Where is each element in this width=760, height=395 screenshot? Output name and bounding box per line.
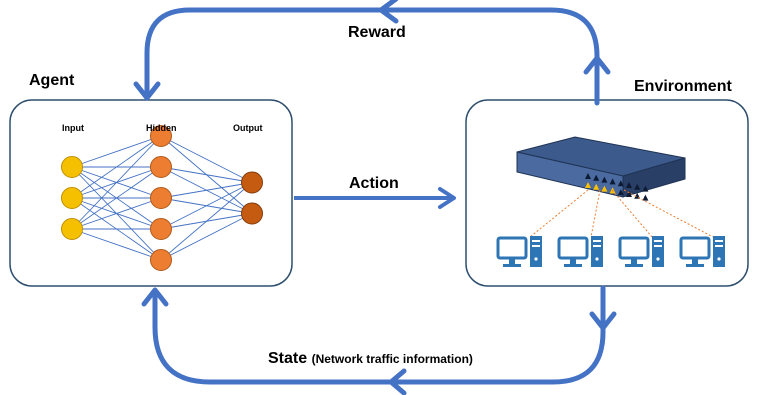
state-label-group: State (Network traffic information) (268, 350, 473, 368)
computer-icon (557, 236, 603, 267)
nn-edge (71, 166, 162, 230)
reward-arrowhead-right (583, 55, 611, 75)
action-arrowhead (438, 187, 456, 209)
nn-edge (160, 182, 253, 199)
reward-arrowhead-top (378, 0, 399, 24)
nn-node-input (61, 218, 83, 240)
state-arrowhead-right (589, 311, 617, 331)
environment-label: Environment (634, 78, 732, 95)
state-label: State (268, 350, 308, 367)
nn-edge (71, 228, 162, 261)
state-arrowhead-left (141, 287, 169, 307)
nn-node-hidden (150, 125, 172, 147)
nn-node-hidden (150, 249, 172, 271)
state-arrowhead-bottom (388, 368, 407, 395)
nn-edge (71, 135, 162, 199)
port (642, 185, 649, 192)
network-environment (496, 136, 725, 267)
network-link (529, 189, 589, 238)
port (593, 174, 600, 181)
nn-edge (160, 166, 253, 183)
nn-edge (71, 135, 162, 168)
neural-network (61, 125, 263, 271)
nn-node-hidden (150, 156, 172, 178)
port (617, 180, 624, 187)
nn-node-input (61, 156, 83, 178)
nn-edge (160, 213, 253, 261)
action-label: Action (349, 175, 399, 192)
nn-node-hidden (150, 187, 172, 209)
computer-icon (496, 236, 542, 267)
nn-edge (160, 135, 253, 183)
port (585, 173, 591, 179)
nn-edge (160, 182, 253, 261)
agent-label: Agent (29, 72, 75, 89)
port (626, 182, 632, 188)
network-switch-icon (516, 136, 686, 201)
port (626, 191, 632, 197)
computer-icon (618, 236, 664, 267)
reward-arrowhead-left (133, 81, 161, 101)
state-arrow (152, 285, 606, 385)
state-detail-label: (Network traffic information) (311, 352, 473, 366)
nn-edge (160, 182, 253, 230)
layer-title-hidden: Hidden (146, 123, 177, 133)
nn-node-output (241, 171, 263, 194)
layer-title-input: Input (62, 123, 84, 133)
nn-node-output (241, 202, 263, 225)
port (617, 189, 624, 196)
network-link (623, 189, 714, 238)
reward-arrow (144, 7, 600, 106)
layer-title-output: Output (233, 123, 263, 133)
nn-node-input (61, 187, 83, 209)
nn-node-hidden (150, 218, 172, 240)
reward-label: Reward (348, 24, 406, 41)
computer-icon (679, 236, 725, 267)
port (642, 194, 649, 201)
port (609, 178, 616, 185)
port (601, 176, 608, 183)
port (634, 183, 641, 190)
nn-edge (71, 135, 162, 230)
agent-box (9, 99, 293, 287)
active-port (593, 183, 600, 190)
nn-edge (71, 197, 162, 230)
active-port (585, 182, 591, 188)
active-port (601, 185, 608, 192)
